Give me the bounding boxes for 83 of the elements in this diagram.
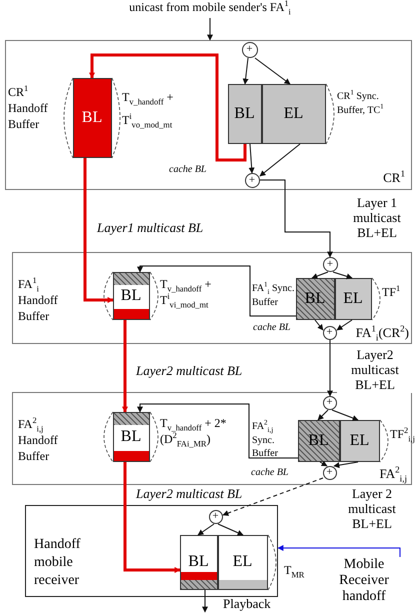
node-label: Handoff mobile receiver xyxy=(34,536,82,590)
arrow xyxy=(314,320,324,330)
merge-node xyxy=(322,466,336,480)
arrow xyxy=(277,545,400,558)
buffer-label: BL xyxy=(120,428,142,446)
merge-node xyxy=(322,256,338,272)
buffer-annotation: CR$^{1}$ Handoff Buffer xyxy=(8,84,49,133)
edge-label: Layer1 multicast BL xyxy=(96,221,204,236)
merge-node xyxy=(242,42,258,58)
buffer-label: EL xyxy=(284,104,304,122)
edge-label: cache BL xyxy=(168,164,208,176)
stream-arrow xyxy=(122,320,128,413)
buffer-label: BL xyxy=(234,104,255,122)
buffer-label: EL xyxy=(232,553,252,571)
buffer-annotation: FA$^{1}$$_{i}$ Sync. Buffer xyxy=(252,282,296,309)
stream-arrow xyxy=(84,158,114,303)
node-label: CR$^{1}$ xyxy=(383,170,405,186)
buffer-annotation: T$_{v_handoff}$ + 2*(D$^{2}$$_{FAi_MR}$) xyxy=(160,415,228,448)
arrow xyxy=(260,180,333,258)
buffer-segment xyxy=(218,534,268,590)
arrow xyxy=(320,460,328,466)
buffer-segment xyxy=(112,412,150,462)
buffer-segment xyxy=(334,278,372,320)
plus-sign: + xyxy=(326,397,333,408)
arrow xyxy=(332,410,359,421)
edge-label: cache BL xyxy=(252,322,292,334)
buffer-label: BL xyxy=(308,432,329,450)
buffer-segment xyxy=(112,272,150,320)
arrow xyxy=(260,144,300,176)
plus-sign: + xyxy=(248,174,256,186)
buffer-annotation: CR$^{1}$ Sync. Buffer, TC$^{1}$ xyxy=(337,90,385,117)
arrow xyxy=(332,272,353,280)
buffer-label: EL xyxy=(350,432,370,450)
buffer-annotation: TF$^{1}$ xyxy=(382,284,402,300)
arrow xyxy=(198,524,214,536)
edge-label: cache BL xyxy=(250,467,290,478)
arrow xyxy=(242,58,249,85)
buffer-label: EL xyxy=(343,290,363,308)
edge-label: Layer2 multicast BL xyxy=(135,364,244,379)
merge-node xyxy=(322,396,336,410)
arrow xyxy=(218,524,244,536)
buffer-annotation: T$_{MR}$ xyxy=(284,562,306,578)
buffer-segment xyxy=(340,420,380,462)
arrow xyxy=(333,462,358,468)
buffer-segment xyxy=(298,420,340,462)
arrow xyxy=(327,340,333,397)
merge-node xyxy=(208,510,222,524)
annotation-text: Mobile Receiver handoff xyxy=(318,557,410,603)
stream-arrow xyxy=(89,54,246,162)
buffer-segment xyxy=(180,534,218,590)
buffer-label: BL xyxy=(188,553,209,571)
merge-node xyxy=(322,326,336,340)
edge-label: Layer2 multicast BL+EL xyxy=(337,348,413,393)
edge-label: Layer2 multicast BL xyxy=(135,487,244,502)
buffer-segment xyxy=(296,278,334,320)
arrow xyxy=(207,18,213,41)
plus-sign: + xyxy=(326,327,333,338)
network-node-panel xyxy=(5,40,412,190)
plus-sign: + xyxy=(326,258,334,270)
network-node-panel xyxy=(12,252,412,344)
arrow xyxy=(248,144,255,174)
arrow xyxy=(137,404,298,458)
arrow xyxy=(318,410,328,420)
edge-label: Playback xyxy=(222,597,272,612)
plus-sign: + xyxy=(212,511,219,522)
arrow xyxy=(254,58,290,84)
buffer-label: BL xyxy=(82,108,102,126)
node-label: FA$^{1}$$_{i}$(CR$^{2}$) xyxy=(356,325,409,341)
arrow xyxy=(336,320,352,330)
plus-sign: + xyxy=(246,44,253,55)
arrow xyxy=(311,272,328,279)
network-node-panel xyxy=(25,505,278,597)
arrow xyxy=(202,590,208,613)
stream-arrow xyxy=(124,462,181,573)
buffer-segment xyxy=(262,84,326,144)
plus-sign: + xyxy=(326,467,333,478)
buffer-segment xyxy=(72,78,112,158)
arrow xyxy=(222,478,324,516)
buffer-label: BL xyxy=(304,290,326,308)
merge-node xyxy=(244,172,260,188)
buffer-label: BL xyxy=(120,286,142,304)
buffer-segment xyxy=(228,84,262,144)
arrow xyxy=(137,266,296,316)
